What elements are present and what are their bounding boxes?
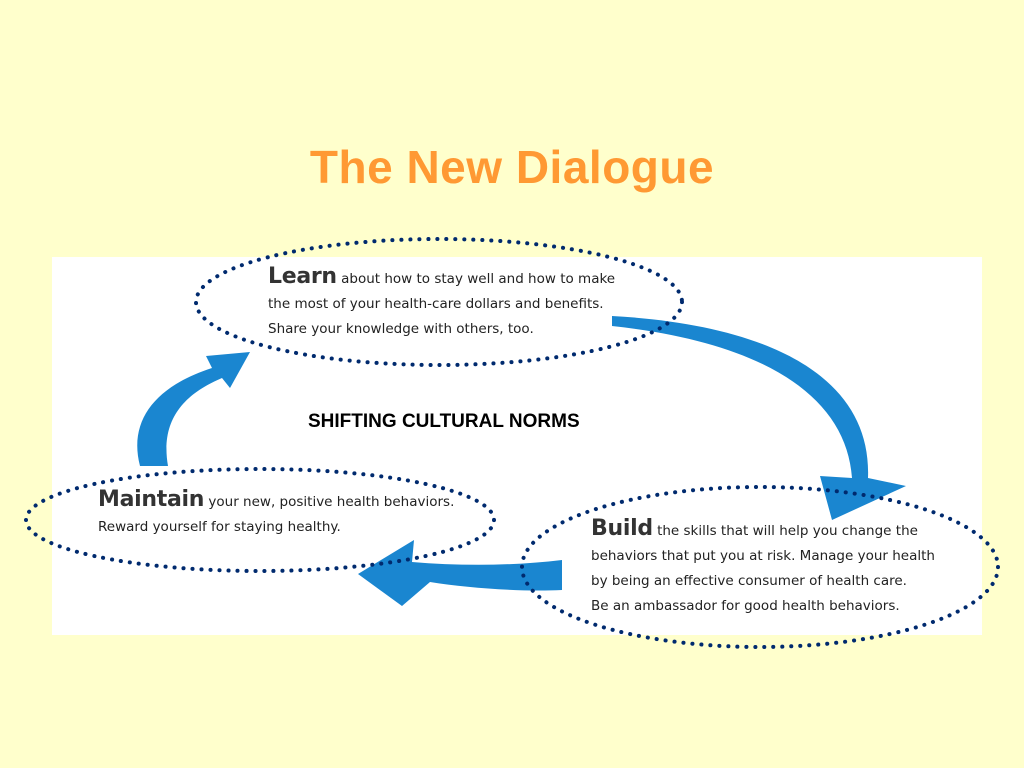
step-build-line-2: behaviors that put you at risk. Manage y… [591, 548, 935, 564]
step-maintain-line-1: your new, positive health behaviors. [208, 494, 455, 510]
arrow-maintain-to-learn [137, 352, 250, 466]
arrow-build-to-maintain [358, 540, 562, 606]
step-maintain-keyword: Maintain [98, 487, 205, 512]
step-maintain: Maintain your new, positive health behav… [98, 487, 454, 540]
ellipse-maintain [24, 467, 496, 573]
step-build-line-1: the skills that will help you change the [657, 523, 918, 539]
step-learn-line-3: Share your knowledge with others, too. [268, 321, 534, 337]
step-build: Build the skills that will help you chan… [591, 516, 935, 619]
step-learn-keyword: Learn [268, 264, 337, 289]
slide-title: The New Dialogue [309, 141, 715, 193]
step-learn-line-1: about how to stay well and how to make [341, 271, 616, 287]
step-maintain-line-2: Reward yourself for staying healthy. [98, 519, 341, 535]
step-learn-line-2: the most of your health-care dollars and… [268, 296, 604, 312]
step-learn: Learn about how to stay well and how to … [268, 264, 615, 342]
ellipse-learn [194, 237, 684, 367]
step-build-line-4: Be an ambassador for good health behavio… [591, 598, 900, 614]
step-build-keyword: Build [591, 516, 653, 541]
ellipse-build [520, 485, 1000, 649]
arrow-learn-to-build [612, 316, 906, 520]
center-label: SHIFTING CULTURAL NORMS [308, 411, 580, 432]
step-build-line-3: by being an effective consumer of health… [591, 573, 907, 589]
